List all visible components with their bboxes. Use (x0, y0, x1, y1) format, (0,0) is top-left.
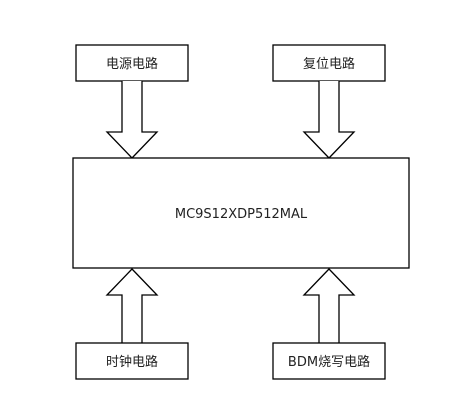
power-circuit-label: 电源电路 (106, 56, 158, 72)
arrow-power-to-mcu (105, 81, 159, 159)
reset-circuit-block: 复位电路 (272, 44, 386, 82)
mcu-block: MC9S12XDP512MAL (72, 157, 410, 269)
arrow-clock-to-mcu (105, 268, 159, 343)
bdm-circuit-label: BDM烧写电路 (288, 354, 370, 370)
clock-circuit-block: 时钟电路 (75, 342, 189, 380)
clock-circuit-label: 时钟电路 (106, 354, 158, 370)
mcu-label: MC9S12XDP512MAL (175, 207, 308, 222)
reset-circuit-label: 复位电路 (303, 56, 355, 72)
arrow-reset-to-mcu (302, 81, 356, 159)
bdm-circuit-block: BDM烧写电路 (272, 342, 386, 380)
power-circuit-block: 电源电路 (75, 44, 189, 82)
arrow-bdm-to-mcu (302, 268, 356, 343)
